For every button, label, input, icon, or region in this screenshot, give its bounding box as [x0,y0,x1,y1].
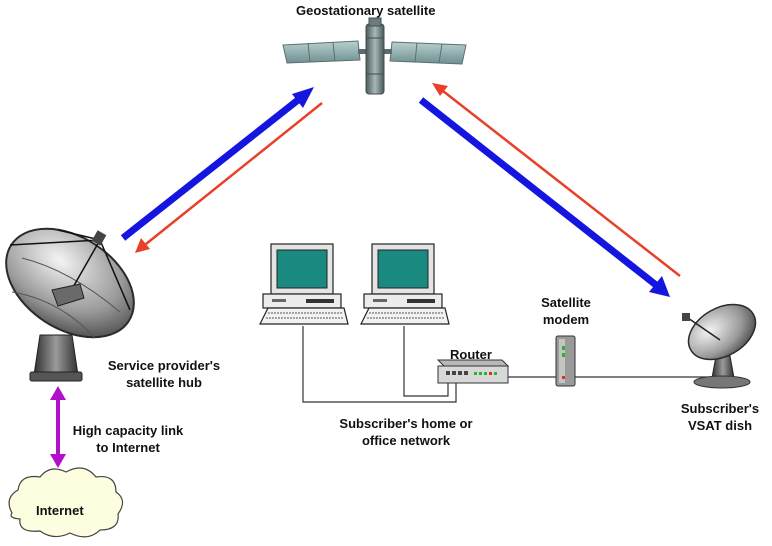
vsat-label-line2: VSAT dish [687,418,753,433]
network-label-line1: Subscriber's home or [339,416,473,431]
satellite-label: Geostationary satellite [296,3,436,18]
network-label: Subscriber's home or office network [320,415,492,449]
internet-link-arrow [50,386,66,468]
hub-label-line1: Service provider's [107,358,221,373]
satellite-icon [282,17,467,95]
vsat-dish-icon [682,303,757,389]
hub-label-line2: satellite hub [126,375,202,390]
hub-label: Service provider's satellite hub [102,357,226,391]
internet-link-label-line2: to Internet [96,440,160,455]
modem-label-line2: modem [542,312,590,327]
vsat-label-line1: Subscriber's [680,401,760,416]
hub-dish-icon [5,227,135,382]
internet-cloud-icon [8,467,124,538]
modem-label-line1: Satellite [541,295,591,310]
computer-right-icon [360,243,450,325]
downlink-vsat-arrow [418,97,670,297]
network-label-line2: office network [361,433,451,448]
internet-link-label-line1: High capacity link [72,423,184,438]
internet-label: Internet [36,503,84,518]
uplink-hub-arrow [120,87,314,241]
vsat-label: Subscriber's VSAT dish [672,400,768,434]
modem-label: Satellite modem [526,294,606,328]
uplink-vsat-arrow [432,83,681,277]
network-cables [302,326,707,403]
satellite-modem-icon [555,335,576,387]
computer-left-icon [259,243,349,325]
router-label: Router [450,347,492,362]
internet-link-label: High capacity link to Internet [68,422,188,456]
router-icon [436,359,510,384]
downlink-hub-arrow [135,102,323,253]
